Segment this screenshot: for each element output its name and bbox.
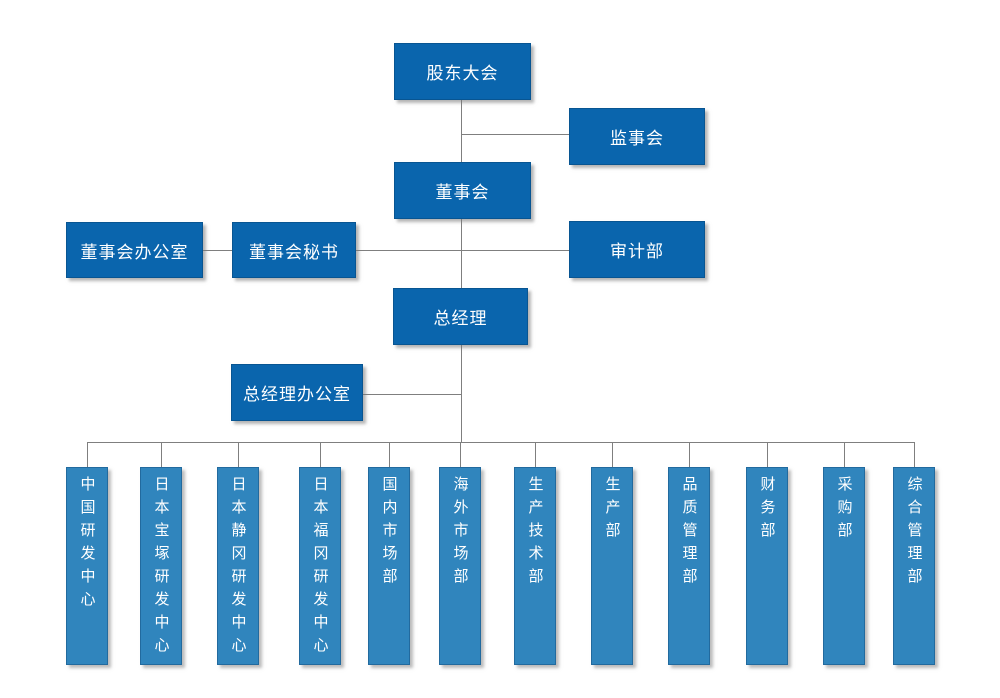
node-label: 董事会办公室 — [80, 242, 189, 262]
node-label: 董事会秘书 — [249, 242, 339, 262]
connector-departments-bus — [87, 442, 914, 443]
node-dept-production-technology[interactable]: 生产技术部 — [514, 467, 556, 665]
department-label: 国内市场部 — [380, 476, 398, 591]
connector-main-vertical — [461, 100, 462, 443]
connector-audit-main — [461, 250, 569, 251]
node-dept-japan-takarazuka-rd-center[interactable]: 日本宝塚研发中心 — [140, 467, 182, 665]
connector-board-office-secretary — [203, 250, 232, 251]
department-label: 采购部 — [835, 476, 853, 545]
department-label: 生产部 — [603, 476, 621, 545]
node-dept-overseas-market[interactable]: 海外市场部 — [439, 467, 481, 665]
node-board-office[interactable]: 董事会办公室 — [66, 222, 203, 278]
department-label: 综合管理部 — [905, 476, 923, 591]
node-general-manager-office[interactable]: 总经理办公室 — [231, 364, 363, 421]
department-label: 生产技术部 — [526, 476, 544, 591]
node-supervisory-board[interactable]: 监事会 — [569, 108, 705, 165]
node-dept-production[interactable]: 生产部 — [591, 467, 633, 665]
connector-stub — [320, 442, 321, 467]
node-shareholders-meeting[interactable]: 股东大会 — [394, 43, 531, 100]
node-dept-domestic-market[interactable]: 国内市场部 — [368, 467, 410, 665]
node-board-of-directors[interactable]: 董事会 — [394, 162, 531, 219]
node-board-secretary[interactable]: 董事会秘书 — [232, 222, 356, 278]
connector-stub — [914, 442, 915, 467]
department-label: 日本静冈研发中心 — [229, 476, 247, 660]
node-dept-japan-shizuoka-rd-center[interactable]: 日本静冈研发中心 — [217, 467, 259, 665]
department-label: 日本福冈研发中心 — [311, 476, 329, 660]
node-audit-department[interactable]: 审计部 — [569, 221, 705, 278]
connector-stub — [460, 442, 461, 467]
connector-stub — [535, 442, 536, 467]
connector-stub — [844, 442, 845, 467]
connector-stub — [612, 442, 613, 467]
connector-stub — [689, 442, 690, 467]
connector-stub — [389, 442, 390, 467]
connector-stub — [161, 442, 162, 467]
node-label: 股东大会 — [426, 64, 499, 83]
node-dept-general-management[interactable]: 综合管理部 — [893, 467, 935, 665]
node-label: 总经理 — [433, 309, 488, 328]
connector-supervisory-board — [461, 134, 569, 135]
node-label: 审计部 — [610, 242, 664, 261]
node-dept-china-rd-center[interactable]: 中国研发中心 — [66, 467, 108, 665]
connector-gm-office-main — [363, 394, 461, 395]
connector-stub — [238, 442, 239, 467]
node-general-manager[interactable]: 总经理 — [393, 288, 528, 345]
department-label: 中国研发中心 — [78, 476, 96, 614]
department-label: 品质管理部 — [680, 476, 698, 591]
node-dept-quality-management[interactable]: 品质管理部 — [668, 467, 710, 665]
connector-stub — [767, 442, 768, 467]
department-label: 日本宝塚研发中心 — [152, 476, 170, 660]
node-dept-finance[interactable]: 财务部 — [746, 467, 788, 665]
node-dept-japan-fukuoka-rd-center[interactable]: 日本福冈研发中心 — [299, 467, 341, 665]
connector-secretary-main — [356, 250, 461, 251]
connector-stub — [87, 442, 88, 467]
node-label: 总经理办公室 — [243, 385, 351, 404]
department-label: 海外市场部 — [451, 476, 469, 591]
node-label: 监事会 — [610, 129, 664, 148]
node-label: 董事会 — [435, 183, 490, 202]
node-dept-procurement[interactable]: 采购部 — [823, 467, 865, 665]
department-label: 财务部 — [758, 476, 776, 545]
